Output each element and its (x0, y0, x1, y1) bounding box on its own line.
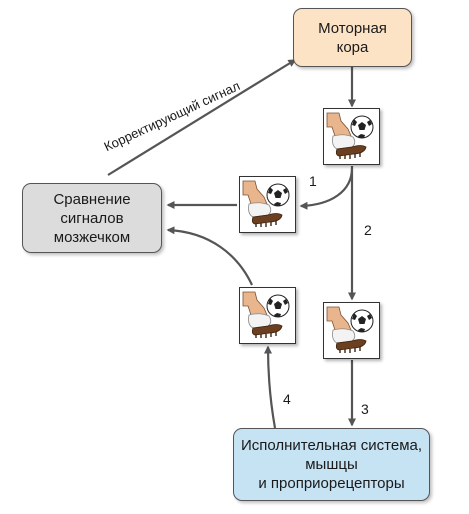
foot-kicking-ball-icon (242, 291, 290, 338)
arrow-correcting-signal (107, 59, 297, 176)
foot-kicking-ball-icon (242, 180, 290, 227)
arrow-1-efference-copy (299, 167, 354, 210)
executive-system-box: Исполнительная система, мышцы и проприор… (233, 428, 430, 501)
kick-icon-tile-top (323, 108, 380, 165)
motor-cortex-label: Моторная кора (318, 19, 387, 56)
foot-kicking-ball-icon (326, 112, 374, 159)
cerebellum-comparison-label: Сравнение сигналов мозжечком (53, 190, 131, 246)
step-number-3: 3 (361, 401, 369, 417)
step-number-4: 4 (283, 391, 291, 407)
executive-system-label: Исполнительная система, мышцы и проприор… (240, 437, 423, 492)
cerebellum-comparison-box: Сравнение сигналов мозжечком (22, 183, 162, 253)
step-number-1: 1 (309, 173, 317, 189)
step-number-2: 2 (364, 222, 372, 238)
arrow-4-up (264, 345, 277, 429)
kick-icon-tile-right (323, 302, 380, 359)
kick-icon-tile-feedback (239, 287, 296, 344)
foot-kicking-ball-icon (326, 306, 374, 353)
kick-icon-tile-left (239, 176, 296, 233)
arrow-feedback-to-compare (166, 226, 253, 286)
motor-cortex-box: Моторная кора (293, 8, 412, 67)
